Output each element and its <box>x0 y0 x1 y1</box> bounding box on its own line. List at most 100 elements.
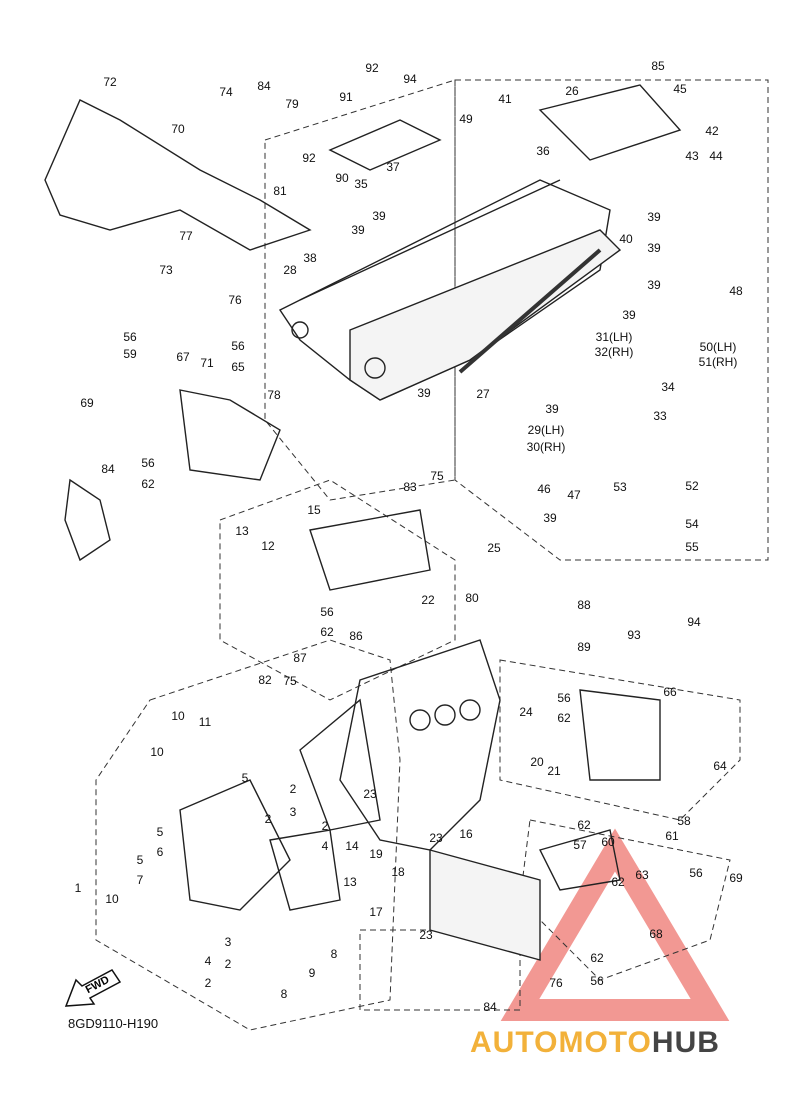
callout-55: 55 <box>685 540 699 554</box>
callout-89: 89 <box>577 640 591 654</box>
callout-2: 2 <box>322 819 329 833</box>
watermark-logo <box>500 828 730 1021</box>
callout-46: 46 <box>537 482 551 496</box>
callout-67: 67 <box>176 350 190 364</box>
callout-11: 11 <box>199 715 212 729</box>
callout-23: 23 <box>363 787 377 801</box>
callout-80: 80 <box>465 591 479 605</box>
callout-62: 62 <box>557 711 571 725</box>
callout-50lh: 50(LH) <box>700 340 737 354</box>
callout-76: 76 <box>228 293 242 307</box>
diagram-code: 8GD9110-H190 <box>68 1016 159 1031</box>
callout-39: 39 <box>647 278 661 292</box>
callout-26: 26 <box>565 84 579 98</box>
callout-10: 10 <box>150 745 164 759</box>
callout-23: 23 <box>419 928 433 942</box>
callout-59: 59 <box>123 347 137 361</box>
callout-92: 92 <box>302 151 316 165</box>
callout-5: 5 <box>137 853 144 867</box>
fwd-arrow-icon <box>64 969 122 1007</box>
callout-31lh: 31(LH) <box>596 330 633 344</box>
callout-16: 16 <box>459 827 473 841</box>
callout-8: 8 <box>331 947 338 961</box>
callout-91: 91 <box>339 90 353 104</box>
callout-68: 68 <box>649 927 663 941</box>
callout-81: 81 <box>273 184 287 198</box>
callout-3: 3 <box>290 805 297 819</box>
callout-56: 56 <box>141 456 155 470</box>
callout-10: 10 <box>171 709 185 723</box>
callout-52: 52 <box>685 479 699 493</box>
callout-86: 86 <box>349 629 363 643</box>
callout-61: 61 <box>665 829 679 843</box>
callout-34: 34 <box>661 380 675 394</box>
callout-62: 62 <box>141 477 155 491</box>
callout-92: 92 <box>365 61 379 75</box>
callout-56: 56 <box>320 605 334 619</box>
callout-76: 76 <box>549 976 563 990</box>
callout-36: 36 <box>536 144 550 158</box>
callout-7: 7 <box>137 873 144 887</box>
callout-93: 93 <box>627 628 641 642</box>
callout-94: 94 <box>687 615 701 629</box>
callout-21: 21 <box>547 764 561 778</box>
brand-watermark: AUTOMOTOHUB <box>470 1026 720 1060</box>
callout-4: 4 <box>322 839 329 853</box>
callout-94: 94 <box>403 72 417 86</box>
callout-47: 47 <box>567 488 581 502</box>
callout-10: 10 <box>105 892 119 906</box>
callout-39: 39 <box>417 386 431 400</box>
callout-27: 27 <box>476 387 490 401</box>
callout-84: 84 <box>257 79 271 93</box>
callout-20: 20 <box>530 755 544 769</box>
callout-62: 62 <box>611 875 625 889</box>
callout-49: 49 <box>459 112 473 126</box>
front-cover <box>44 99 312 562</box>
callout-25: 25 <box>487 541 501 555</box>
callout-5: 5 <box>157 825 164 839</box>
callout-75: 75 <box>430 469 444 483</box>
callout-77: 77 <box>179 229 193 243</box>
callout-2: 2 <box>205 976 212 990</box>
callout-2: 2 <box>225 957 232 971</box>
callout-13: 13 <box>343 875 357 889</box>
callout-62: 62 <box>590 951 604 965</box>
callout-39: 39 <box>372 209 386 223</box>
callout-62: 62 <box>577 818 591 832</box>
callout-75: 75 <box>283 674 297 688</box>
callout-65: 65 <box>231 360 245 374</box>
callout-22: 22 <box>421 593 435 607</box>
callout-62: 62 <box>320 625 334 639</box>
callout-33: 33 <box>653 409 667 423</box>
callout-29lh: 29(LH) <box>528 423 565 437</box>
callout-56: 56 <box>231 339 245 353</box>
callout-71: 71 <box>200 356 214 370</box>
callout-53: 53 <box>613 480 627 494</box>
brand-part2: HUB <box>651 1026 720 1059</box>
callout-56: 56 <box>123 330 137 344</box>
callout-6: 6 <box>157 845 164 859</box>
callout-30rh: 30(RH) <box>527 440 566 454</box>
callout-23: 23 <box>429 831 443 845</box>
callout-3: 3 <box>225 935 232 949</box>
callout-40: 40 <box>619 232 633 246</box>
callout-35: 35 <box>354 177 368 191</box>
callout-66: 66 <box>663 685 677 699</box>
callout-15: 15 <box>307 503 321 517</box>
callout-17: 17 <box>369 905 383 919</box>
callout-24: 24 <box>519 705 533 719</box>
callout-1: 1 <box>75 881 82 895</box>
callout-70: 70 <box>171 122 185 136</box>
callout-56: 56 <box>557 691 571 705</box>
callout-56: 56 <box>689 866 703 880</box>
callout-57: 57 <box>573 838 587 852</box>
callout-43: 43 <box>685 149 699 163</box>
callout-83: 83 <box>403 480 417 494</box>
callout-88: 88 <box>577 598 591 612</box>
callout-51rh: 51(RH) <box>699 355 738 369</box>
callout-4: 4 <box>205 954 212 968</box>
callout-63: 63 <box>635 868 649 882</box>
callout-84: 84 <box>101 462 115 476</box>
callout-39: 39 <box>647 210 661 224</box>
